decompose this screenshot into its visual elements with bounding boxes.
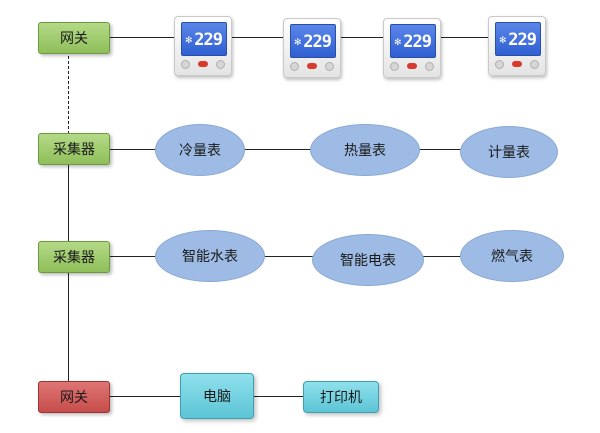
brand-logo-icon — [307, 63, 317, 69]
printer-box: 打印机 — [303, 381, 379, 413]
gateway-bottom-box: 网关 — [38, 381, 110, 413]
thermostat-3: ✻229 — [383, 18, 441, 78]
gateway-top-box: 网关 — [38, 22, 110, 54]
smart-electric-meter-label: 智能电表 — [340, 253, 396, 269]
row2-connector-line — [110, 256, 510, 257]
fan-icon: ✻ — [394, 38, 402, 48]
thermostat-screen: ✻229 — [390, 24, 436, 58]
collector-collector-line — [68, 165, 69, 243]
fan-icon: ✻ — [294, 38, 302, 48]
cooling-meter-label: 冷量表 — [179, 143, 221, 159]
thermostat-screen: ✻229 — [495, 22, 541, 56]
thermostat-buttons — [181, 59, 225, 69]
thermostat-reading: 229 — [508, 30, 537, 50]
thermostat-1: ✻229 — [174, 16, 232, 76]
collector-gateway-line — [68, 273, 69, 381]
heat-meter-node: 热量表 — [310, 124, 420, 176]
smart-water-meter-node: 智能水表 — [155, 230, 265, 282]
thermostat-reading: 229 — [403, 32, 432, 52]
metering-meter-label: 计量表 — [488, 145, 530, 161]
collector-1-label: 采集器 — [53, 142, 95, 158]
fan-icon: ✻ — [499, 36, 507, 46]
heat-meter-label: 热量表 — [344, 143, 386, 159]
computer-label: 电脑 — [203, 389, 231, 405]
thermostat-reading: 229 — [194, 30, 223, 50]
cooling-meter-node: 冷量表 — [155, 124, 245, 176]
collector-1-box: 采集器 — [38, 133, 110, 165]
fan-icon: ✻ — [185, 36, 193, 46]
gateway-collector-dashed-line — [68, 56, 70, 134]
gas-meter-label: 燃气表 — [491, 249, 533, 265]
collector-2-box: 采集器 — [38, 241, 110, 273]
printer-label: 打印机 — [320, 390, 362, 406]
brand-logo-icon — [198, 61, 208, 67]
thermostat-buttons — [390, 61, 434, 71]
gateway-top-label: 网关 — [60, 31, 88, 47]
thermostat-screen: ✻229 — [290, 24, 336, 58]
computer-box: 电脑 — [180, 373, 254, 419]
thermostat-4: ✻229 — [488, 16, 546, 76]
thermostat-reading: 229 — [303, 32, 332, 52]
thermostat-screen: ✻229 — [181, 22, 227, 56]
thermostat-buttons — [495, 59, 539, 69]
thermostat-buttons — [290, 61, 334, 71]
smart-electric-meter-node: 智能电表 — [312, 234, 424, 286]
gas-meter-node: 燃气表 — [460, 230, 564, 282]
thermostat-2: ✻229 — [283, 18, 341, 78]
metering-meter-node: 计量表 — [460, 126, 558, 178]
brand-logo-icon — [512, 61, 522, 67]
smart-water-meter-label: 智能水表 — [182, 249, 238, 265]
gateway-bottom-label: 网关 — [60, 390, 88, 406]
brand-logo-icon — [407, 63, 417, 69]
collector-2-label: 采集器 — [53, 250, 95, 266]
